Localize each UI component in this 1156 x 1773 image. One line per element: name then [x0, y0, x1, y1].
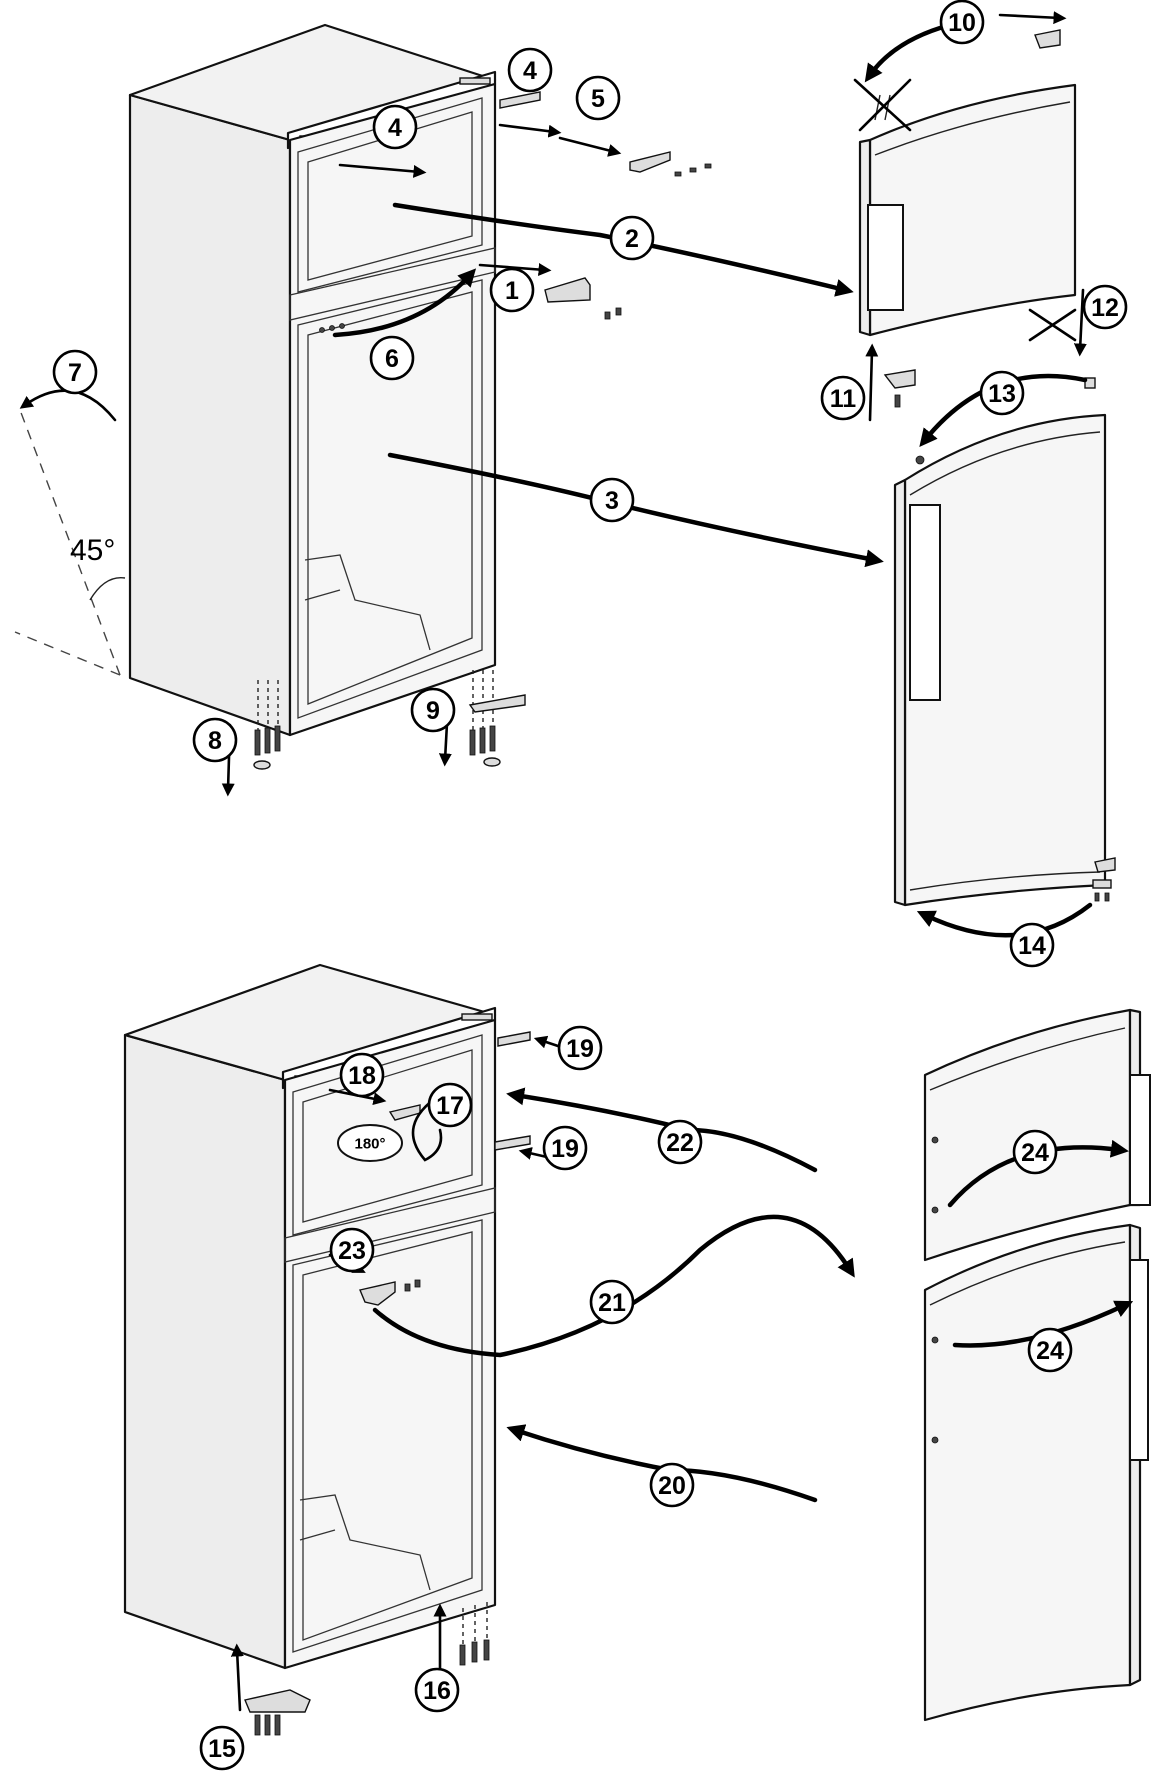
step-badge-10: 10: [939, 0, 985, 45]
step-badge-19b: 19: [542, 1125, 588, 1171]
step-badge-16: 16: [414, 1667, 460, 1713]
step-badge-20: 20: [649, 1462, 695, 1508]
svg-text:6: 6: [385, 345, 399, 373]
step-badge-13: 13: [979, 370, 1025, 416]
step-badge-18: 18: [339, 1052, 385, 1098]
bottom-fixings-bottom: [230, 1602, 490, 1736]
svg-text:15: 15: [208, 1735, 236, 1763]
step-badge-24a: 24: [1012, 1129, 1058, 1175]
step-badge-4b: 4: [372, 104, 418, 150]
middle-hinge-part: [478, 263, 622, 320]
svg-text:12: 12: [1091, 294, 1119, 322]
rotation-label: 180°: [354, 1136, 385, 1153]
step-badge-23: 23: [329, 1227, 375, 1273]
angle-label: 45°: [70, 534, 115, 567]
step-badge-9: 9: [410, 687, 456, 733]
step-badge-2: 2: [609, 215, 655, 261]
step-badge-3: 3: [589, 477, 635, 523]
fridge-cabinet-top: [128, 23, 497, 737]
svg-text:4: 4: [523, 57, 537, 85]
middle-hinge-holes: [319, 323, 345, 333]
tilt-angle-guide: 45°: [14, 389, 126, 676]
svg-text:20: 20: [658, 1472, 686, 1500]
svg-text:23: 23: [338, 1237, 366, 1265]
svg-text:21: 21: [598, 1289, 626, 1317]
bottom-fixings-top: [221, 670, 526, 797]
step-badge-6: 6: [369, 335, 415, 381]
step-badge-22: 22: [657, 1119, 703, 1165]
svg-text:1: 1: [505, 277, 519, 305]
svg-text:22: 22: [666, 1129, 694, 1157]
svg-text:13: 13: [988, 380, 1016, 408]
top-hinge-parts: [338, 91, 712, 178]
svg-text:2: 2: [625, 225, 639, 253]
svg-text:8: 8: [208, 727, 222, 755]
svg-text:16: 16: [423, 1677, 451, 1705]
svg-text:3: 3: [605, 487, 619, 515]
svg-text:19: 19: [551, 1135, 579, 1163]
rotation-label-bubble: [337, 1124, 403, 1162]
svg-text:7: 7: [68, 359, 82, 387]
svg-text:10: 10: [948, 9, 976, 37]
fridge-door-handle-right: [1129, 1259, 1149, 1461]
svg-text:19: 19: [566, 1035, 594, 1063]
svg-text:24: 24: [1021, 1139, 1049, 1167]
freezer-door-top: [853, 11, 1077, 337]
step-badge-21: 21: [589, 1279, 635, 1325]
freezer-door-handle-right: [1129, 1074, 1151, 1206]
svg-text:14: 14: [1018, 932, 1046, 960]
svg-text:11: 11: [830, 385, 857, 413]
step-badge-5: 5: [575, 75, 621, 121]
svg-text:18: 18: [348, 1062, 376, 1090]
step-badge-11: 11: [820, 375, 866, 421]
fridge-door-top: [893, 413, 1116, 938]
svg-text:17: 17: [436, 1092, 464, 1120]
step-badge-8: 8: [192, 717, 238, 763]
freezer-door-handle: [867, 204, 904, 311]
step-badge-15: 15: [199, 1725, 245, 1771]
step-badge-24b: 24: [1027, 1327, 1073, 1373]
fridge-door-bottom: [923, 1223, 1149, 1722]
step-badge-17: 17: [427, 1082, 473, 1128]
step-badge-19a: 19: [557, 1025, 603, 1071]
step-badge-12: 12: [1082, 284, 1128, 330]
step-badge-1: 1: [489, 267, 535, 313]
step-badge-4a: 4: [507, 47, 553, 93]
svg-text:4: 4: [388, 114, 402, 142]
step-badge-7: 7: [52, 349, 98, 395]
bottom-cabinet-hinge-parts: 180°: [328, 1031, 572, 1306]
fridge-cabinet-bottom: [123, 963, 497, 1670]
crossed-hinge-pin-icon: [853, 78, 912, 132]
fridge-door-handle: [909, 504, 941, 701]
step-badge-14: 14: [1009, 922, 1055, 968]
svg-text:24: 24: [1036, 1337, 1064, 1365]
svg-text:5: 5: [591, 85, 605, 113]
svg-text:9: 9: [426, 697, 440, 725]
